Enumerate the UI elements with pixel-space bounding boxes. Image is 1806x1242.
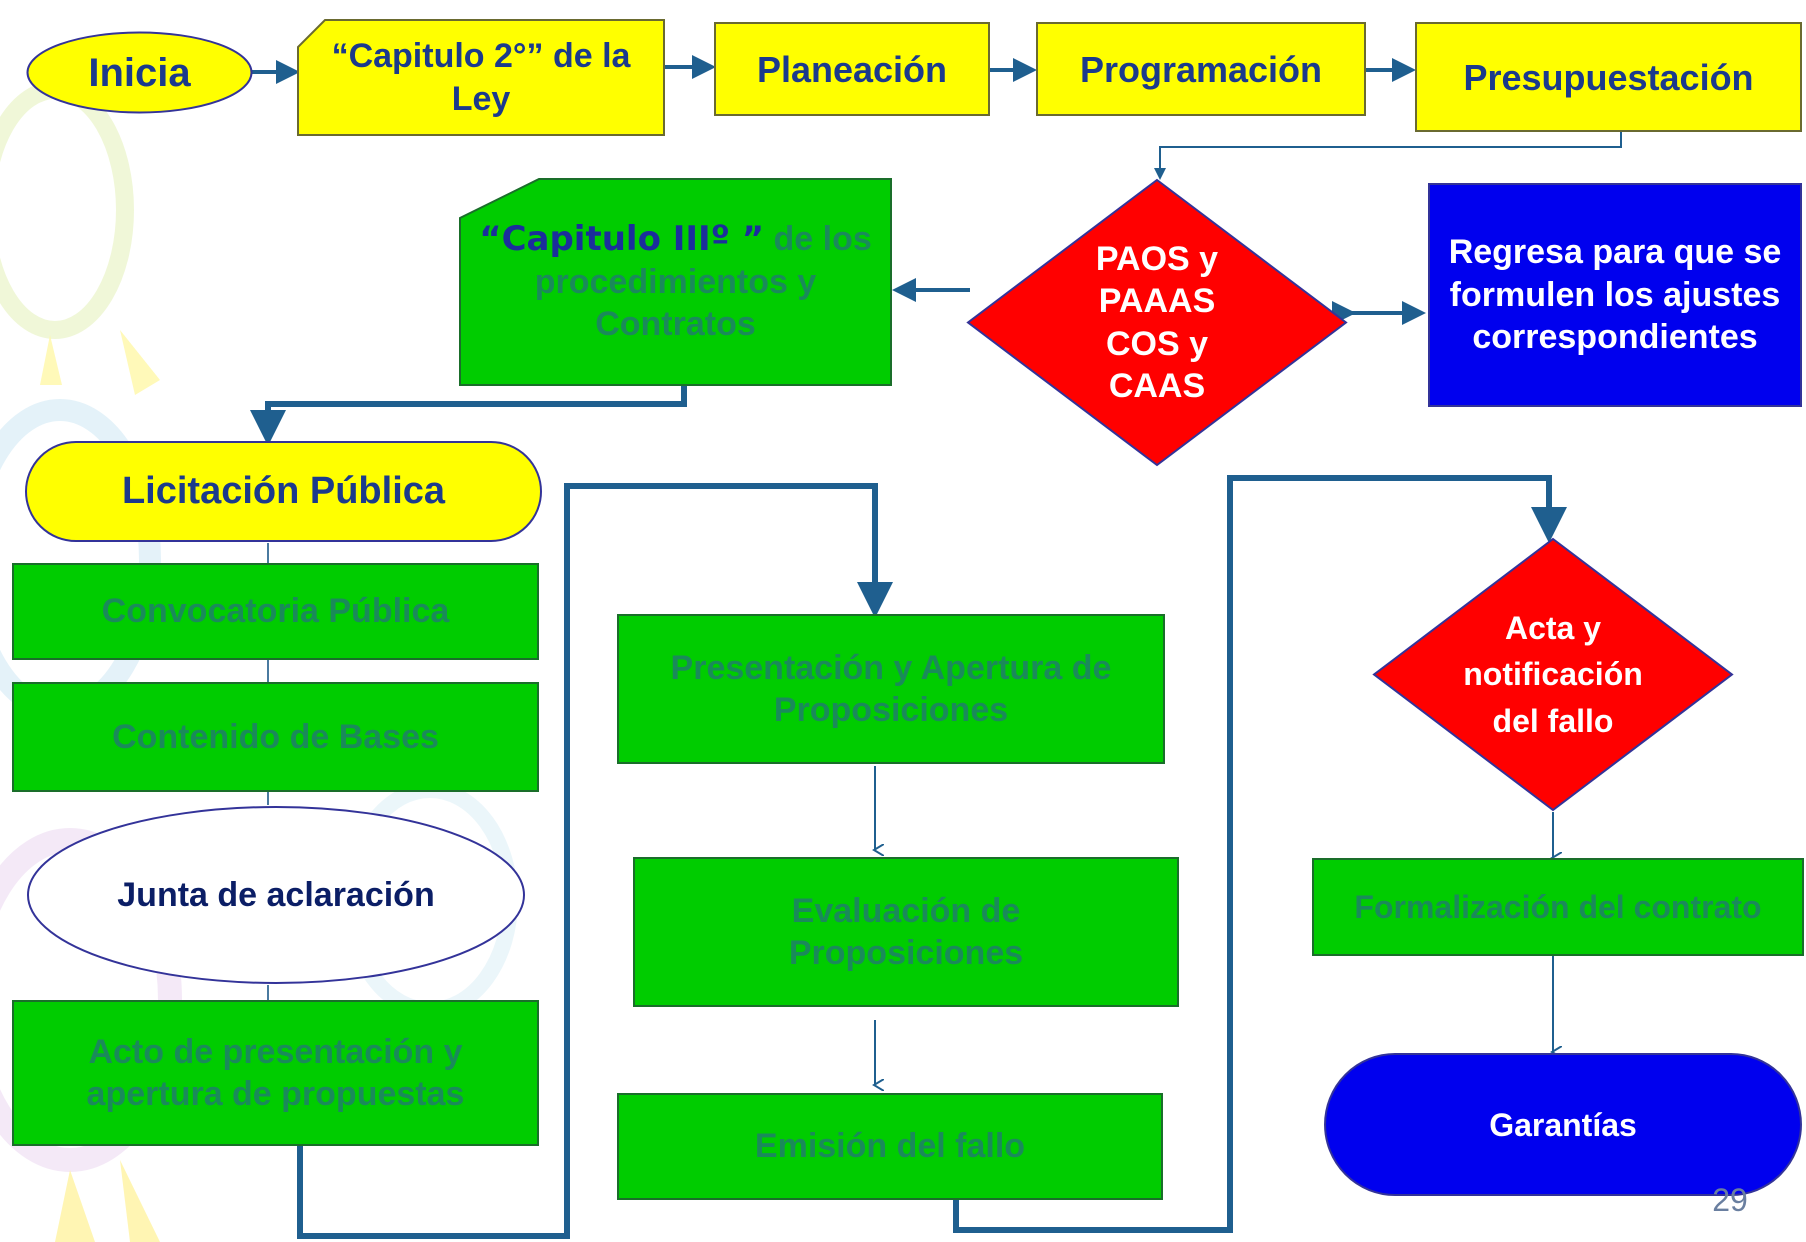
paos-label: PAOS y PAAAS COS y CAAS xyxy=(1095,239,1219,406)
proposal-presentation-box: Presentación y Apertura de Proposiciones xyxy=(617,614,1165,764)
page-number-label: 29 xyxy=(1712,1182,1748,1218)
public-tender-terminal: Licitación Pública xyxy=(25,440,542,543)
chapter2-label: “Capitulo 2°” de la Ley xyxy=(331,37,631,118)
return-adjustments-box: Regresa para que se formulen los ajustes… xyxy=(1428,183,1802,407)
ruling-notification-decision: Acta y notificación del fallo xyxy=(1372,537,1734,812)
ruling-notification-label: Acta y notificación del fallo xyxy=(1463,609,1643,739)
planning-label: Planeación xyxy=(756,48,948,90)
chapter2-document: “Capitulo 2°” de la Ley xyxy=(297,19,665,136)
start-label: Inicia xyxy=(88,50,191,95)
chapter3-document: “Capitulo IIIº ” de los procedimientos y… xyxy=(459,178,892,386)
arrow-capitulo3-licitacion xyxy=(250,386,687,446)
arrow-presupuestacion-paos xyxy=(1154,132,1622,180)
proposal-evaluation-label: Evaluación de Proposiciones xyxy=(788,891,1024,973)
guarantees-label: Garantías xyxy=(1489,1106,1637,1143)
return-label: Regresa para que se formulen los ajustes… xyxy=(1448,233,1782,357)
chapter3-rest: de los procedimientos y Contratos xyxy=(534,220,872,344)
page-number: 29 xyxy=(1700,1178,1760,1222)
public-call-label: Convocatoria Pública xyxy=(101,592,450,631)
bases-content-box: Contenido de Bases xyxy=(12,682,539,792)
proposal-presentation-label: Presentación y Apertura de Proposiciones xyxy=(670,648,1112,730)
paos-decision: PAOS y PAAAS COS y CAAS xyxy=(966,178,1348,467)
contract-formalization-label: Formalización del contrato xyxy=(1354,889,1762,925)
opening-act-label: Acto de presentación y apertura de propu… xyxy=(86,1032,465,1114)
public-tender-label: Licitación Pública xyxy=(121,469,446,512)
chapter3-label: “Capitulo IIIº ” de los procedimientos y… xyxy=(473,218,878,346)
contract-formalization-box: Formalización del contrato xyxy=(1312,858,1804,956)
start-terminal: Inicia xyxy=(26,31,253,114)
ruling-issue-label: Emisión del fallo xyxy=(754,1127,1026,1166)
opening-act-box: Acto de presentación y apertura de propu… xyxy=(12,1000,539,1146)
arrow-col1-to-col2 xyxy=(297,483,893,1239)
guarantees-terminal: Garantías xyxy=(1323,1052,1803,1197)
programming-label: Programación xyxy=(1079,48,1323,90)
clarification-meeting-ellipse: Junta de aclaración xyxy=(26,805,526,985)
budgeting-label: Presupuestación xyxy=(1463,56,1754,98)
planning-box: Planeación xyxy=(714,22,990,116)
public-call-box: Convocatoria Pública xyxy=(12,563,539,660)
bases-content-label: Contenido de Bases xyxy=(112,717,439,756)
programming-box: Programación xyxy=(1036,22,1366,116)
ruling-issue-box: Emisión del fallo xyxy=(617,1093,1163,1200)
proposal-evaluation-box: Evaluación de Proposiciones xyxy=(633,857,1179,1007)
budgeting-box: Presupuestación xyxy=(1415,22,1802,132)
arrow-col2-to-col3 xyxy=(953,475,1567,1233)
clarification-meeting-label: Junta de aclaración xyxy=(117,875,435,914)
chapter3-highlight: “Capitulo IIIº ” xyxy=(479,219,765,260)
